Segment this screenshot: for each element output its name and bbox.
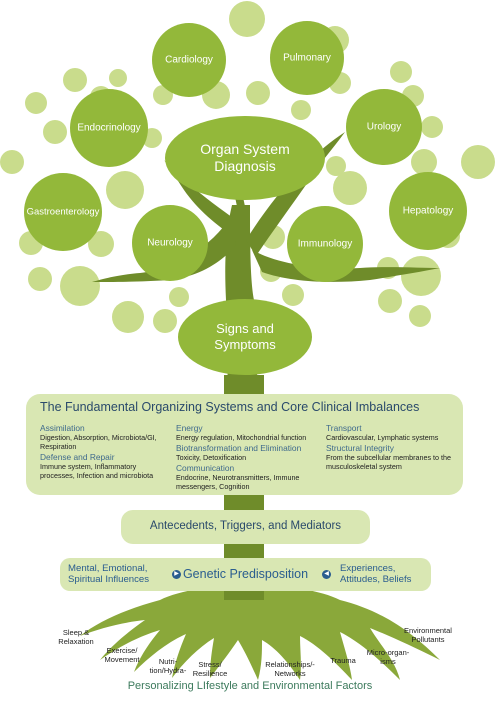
micro-line2: isms [380, 657, 396, 666]
relationships-line2: Networks [274, 669, 306, 678]
tree-roots [80, 585, 440, 680]
signs-symptoms-label: Signs and Symptoms [214, 321, 275, 353]
decorative-circles [0, 1, 495, 333]
biotransformation-heading: Biotransformation and Elimination [176, 443, 302, 453]
sleep-line2: Relaxation [58, 637, 94, 646]
arrow-left-icon: ◀ [322, 570, 331, 579]
assimilation-text-2: Respiration [40, 442, 77, 451]
energy-heading: Energy [176, 423, 203, 433]
mental-line1: Mental, Emotional, [68, 563, 148, 574]
defense-text-2: processes, Infection and microbiota [40, 471, 154, 480]
core-col-2: Energy Energy regulation, Mitochondrial … [176, 422, 326, 492]
organ-neurology: Neurology [147, 237, 193, 249]
root-micro-organisms: Micro-organ-isms [367, 648, 410, 666]
env-line1: Environmental [404, 626, 452, 635]
transport-heading: Transport [326, 423, 362, 433]
biotransformation-text: Toxicity, Detoxification [176, 453, 247, 462]
stress-line1: Stress/ [198, 660, 222, 669]
arrow-right-icon: ▶ [172, 570, 181, 579]
genetic-predisposition-label: Genetic Predisposition [182, 567, 309, 581]
defense-text-1: Immune system, Inflammatory [40, 462, 137, 471]
signs-line1: Signs and [216, 321, 274, 336]
center-ellipse [165, 116, 325, 200]
mental-line2: Spiritual Influences [68, 574, 150, 585]
organ-system-diagnosis-label: Organ System Diagnosis [200, 141, 289, 175]
core-col-1: Assimilation Digestion, Absorption, Micr… [40, 422, 180, 481]
root-relationships-networks: Relationships/-Networks [265, 660, 315, 678]
communication-text-1: Endocrine, Neurotransmitters, Immune [176, 473, 300, 482]
organ-immunology: Immunology [297, 238, 353, 250]
nutrition-line1: Nutri- [158, 657, 178, 666]
micro-line1: Micro-organ- [366, 648, 410, 657]
organ-cardiology: Cardiology [165, 54, 213, 66]
core-systems-box: The Fundamental Organizing Systems and C… [26, 394, 463, 495]
structural-integrity-heading: Structural Integrity [326, 443, 394, 453]
root-sleep-relaxation: Sleep &Relaxation [58, 628, 93, 646]
organ-hepatology: Hepatology [402, 205, 454, 217]
exercise-line2: Movement [104, 655, 140, 664]
organ-circles [24, 21, 467, 282]
experiences-line2: Attitudes, Beliefs [340, 574, 412, 585]
organ-pulmonary: Pulmonary [283, 52, 331, 64]
env-line2: Pollutants [411, 635, 445, 644]
signs-ellipse [178, 299, 312, 375]
antecedents-box: Antecedents, Triggers, and Mediators [121, 510, 370, 544]
core-systems-title: The Fundamental Organizing Systems and C… [40, 400, 420, 414]
signs-line2: Symptoms [214, 337, 276, 352]
structural-integrity-text-2: musculoskeletal system [326, 462, 402, 471]
structural-integrity-text-1: From the subcellular membranes to the [326, 453, 452, 462]
antecedents-label: Antecedents, Triggers, and Mediators [149, 520, 342, 532]
communication-heading: Communication [176, 463, 235, 473]
root-trauma: Trauma [330, 656, 356, 665]
organ-urology: Urology [366, 121, 402, 133]
defense-heading: Defense and Repair [40, 452, 115, 462]
organ-endocrinology: Endocrinology [77, 122, 141, 134]
core-col-3: Transport Cardiovascular, Lymphatic syst… [326, 422, 460, 472]
communication-text-2: messengers, Cognition [176, 482, 250, 491]
nutrition-line2: tion/Hydra- [149, 666, 187, 675]
mental-emotional-label: Mental, Emotional, Spiritual Influences [68, 563, 149, 585]
root-nutrition-hydration: Nutri-tion/Hydra- [150, 657, 187, 675]
transport-text: Cardiovascular, Lymphatic systems [326, 433, 439, 442]
root-exercise-movement: Exercise/Movement [104, 646, 139, 664]
sleep-line1: Sleep & [62, 628, 90, 637]
center-line1: Organ System [200, 141, 290, 157]
experiences-line1: Experiences, [340, 563, 396, 574]
organ-gastroenterology: Gastroenterology [26, 206, 100, 218]
stress-line2: Resilience [192, 669, 228, 678]
genetic-box: Mental, Emotional, Spiritual Influences … [60, 558, 431, 591]
footer-title: Personalizing LIfestyle and Environmenta… [127, 680, 373, 692]
energy-text: Energy regulation, Mitochondrial functio… [176, 433, 307, 442]
assimilation-text-1: Digestion, Absorption, Microbiota/GI, [40, 433, 157, 442]
assimilation-heading: Assimilation [40, 423, 85, 433]
experiences-label: Experiences, Attitudes, Beliefs [340, 563, 411, 585]
center-line2: Diagnosis [214, 158, 276, 174]
exercise-line1: Exercise/ [106, 646, 138, 655]
root-stress-resilience: Stress/Resilience [193, 660, 228, 678]
relationships-line1: Relationships/- [265, 660, 315, 669]
